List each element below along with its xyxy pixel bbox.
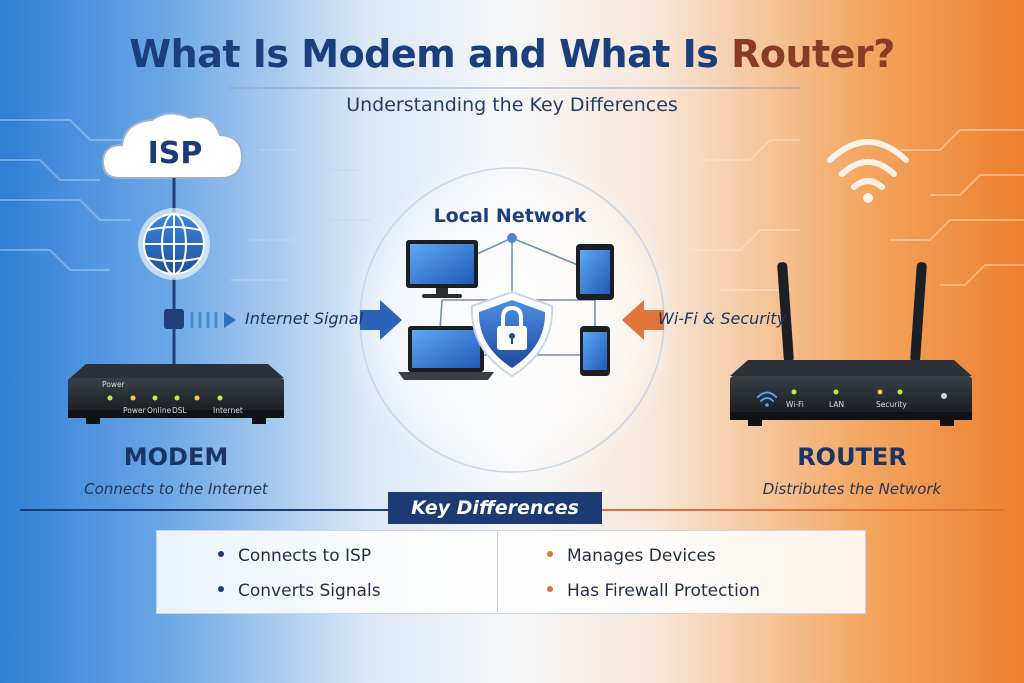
tablet-icon xyxy=(576,244,614,300)
arrow-right-icon xyxy=(360,300,402,340)
connector-node xyxy=(164,309,184,329)
network-node xyxy=(507,233,517,243)
led-security-2 xyxy=(897,389,903,395)
modem-device xyxy=(68,364,284,424)
globe-icon xyxy=(138,208,210,280)
router-point: Has Firewall Protection xyxy=(547,581,760,601)
wifi-security-label: Wi-Fi & Security xyxy=(658,309,787,328)
router-wifi-glyph-icon xyxy=(757,391,777,402)
router-led-label-security: Security xyxy=(876,400,907,409)
led-online xyxy=(152,395,158,401)
wifi-dot xyxy=(863,193,873,203)
led-lan xyxy=(833,389,839,395)
arrow-small-left xyxy=(224,312,236,328)
smartphone-icon xyxy=(580,326,610,376)
key-differences-heading: Key Differences xyxy=(388,492,602,524)
bullet-icon xyxy=(218,551,224,557)
shield-lock-icon xyxy=(470,290,554,378)
page-subtitle: Understanding the Key Differences xyxy=(346,94,678,116)
title-accent: Router? xyxy=(731,32,895,76)
router-led-label-lan: LAN xyxy=(829,400,845,409)
internet-signal-label: Internet Signal xyxy=(245,309,364,328)
led-power xyxy=(107,395,113,401)
router-description: Distributes the Network xyxy=(762,480,942,498)
led-dsl xyxy=(174,395,180,401)
cloud-icon xyxy=(101,112,244,179)
wifi-icon xyxy=(827,139,909,190)
router-title: ROUTER xyxy=(797,443,907,471)
bullet-icon xyxy=(547,551,553,557)
router-led-label-wifi: Wi-Fi xyxy=(786,400,804,409)
local-network-label: Local Network xyxy=(433,205,587,227)
modem-led-label-power-top: Power xyxy=(102,380,125,389)
modem-led-label-online: Online xyxy=(147,406,172,415)
led-signal xyxy=(194,395,200,401)
modem-point: Connects to ISP xyxy=(218,546,371,566)
key-differences-panel xyxy=(156,530,866,614)
led-wifi xyxy=(791,389,797,395)
modem-point: Converts Signals xyxy=(218,581,381,601)
arrow-left-icon xyxy=(622,300,664,340)
circuit-lines-right xyxy=(690,129,1024,291)
router-device xyxy=(730,262,972,426)
circuit-lines-left xyxy=(0,119,370,281)
bullet-icon xyxy=(218,586,224,592)
modem-description: Connects to the Internet xyxy=(84,480,268,498)
modem-led-label-internet: Internet xyxy=(213,406,243,415)
bullet-icon xyxy=(547,586,553,592)
key-differences-divider xyxy=(497,530,498,612)
modem-led-label-dsl: DSL xyxy=(172,406,187,415)
page-title: What Is Modem and What Is Router? xyxy=(129,32,895,76)
led-power-2 xyxy=(130,395,136,401)
modem-led-label-power: Power xyxy=(123,406,146,415)
led-internet xyxy=(217,395,223,401)
laptop-icon xyxy=(398,326,494,380)
desktop-monitor-icon xyxy=(406,240,478,298)
signal-chevrons-left xyxy=(190,312,218,328)
led-security xyxy=(877,389,883,395)
modem-title: MODEM xyxy=(123,443,229,471)
router-point: Manages Devices xyxy=(547,546,716,566)
isp-label: ISP xyxy=(147,136,203,171)
router-button xyxy=(941,393,947,399)
